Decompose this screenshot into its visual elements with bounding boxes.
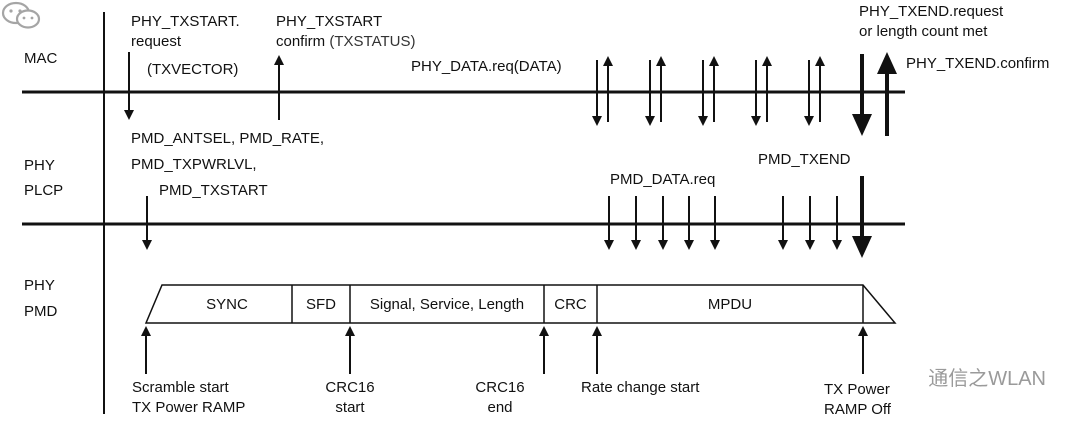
layer-phy-plcp-1: PHY bbox=[24, 157, 55, 174]
txstart-confirm-arrow bbox=[274, 55, 284, 120]
crc16-start-label-2: start bbox=[335, 399, 365, 416]
pmd-data-req-label: PMD_DATA.req bbox=[610, 171, 716, 188]
layer-phy-pmd-2: PMD bbox=[24, 303, 58, 320]
crc16-start-label-1: CRC16 bbox=[325, 379, 375, 396]
frame-field-mpdu: MPDU bbox=[707, 296, 753, 313]
plcp-params-line-2: PMD_TXPWRLVL, bbox=[131, 156, 257, 173]
rate-change-start-label: Rate change start bbox=[581, 379, 700, 396]
txstart-request-label-2: request bbox=[131, 33, 182, 50]
mac-data-arrows bbox=[592, 56, 825, 126]
frame-field-crc: CRC bbox=[554, 296, 587, 313]
txstart-confirm-label-1: PHY_TXSTART bbox=[276, 13, 383, 30]
pmd-txend-label: PMD_TXEND bbox=[758, 151, 851, 168]
txvector-label: (TXVECTOR) bbox=[147, 61, 239, 78]
scramble-start-label-1: Scramble start bbox=[132, 379, 229, 396]
txstatus-label: (TXSTATUS) bbox=[329, 33, 416, 50]
frame-field-sync: SYNC bbox=[206, 296, 248, 313]
crc16-end-label-2: end bbox=[487, 399, 513, 416]
tx-power-off-label-1: TX Power bbox=[824, 381, 890, 398]
tx-power-off-label-2: RAMP Off bbox=[824, 401, 891, 418]
pmd-data-req-arrows bbox=[604, 196, 842, 250]
txend-request-arrow bbox=[852, 54, 872, 136]
phy-data-req-label: PHY_DATA.req(DATA) bbox=[411, 58, 562, 75]
txstart-request-label-1: PHY_TXSTART. bbox=[131, 13, 240, 30]
plcp-params-line-1: PMD_ANTSEL, PMD_RATE, bbox=[131, 130, 325, 147]
pmd-txend-arrow bbox=[852, 176, 872, 258]
txstart-confirm-label-2: confirm (TXSTATUS) bbox=[276, 32, 415, 51]
pmd-frame bbox=[144, 284, 897, 324]
txend-confirm-label: PHY_TXEND.confirm bbox=[906, 55, 1050, 72]
plcp-params-line-3: PMD_TXSTART bbox=[159, 182, 268, 199]
layer-mac: MAC bbox=[24, 50, 58, 67]
pmd-txstart-arrow bbox=[142, 196, 152, 250]
txend-request-label-1: PHY_TXEND.request bbox=[859, 3, 1004, 20]
scramble-start-label-2: TX Power RAMP bbox=[132, 399, 246, 416]
frame-field-signal-service-length: Signal, Service, Length bbox=[369, 296, 525, 313]
watermark-text: 通信之WLAN bbox=[928, 368, 1046, 390]
txstart-request-arrow bbox=[124, 52, 134, 120]
txend-confirm-arrow bbox=[877, 52, 897, 136]
frame-field-sfd: SFD bbox=[306, 296, 336, 313]
crc16-end-label-1: CRC16 bbox=[475, 379, 525, 396]
layer-phy-pmd-1: PHY bbox=[24, 277, 55, 294]
txstart-confirm-word: confirm bbox=[276, 33, 326, 50]
txend-request-label-2: or length count met bbox=[859, 23, 988, 40]
event-arrows bbox=[141, 326, 868, 374]
layer-phy-plcp-2: PLCP bbox=[24, 182, 64, 199]
wechat-icon bbox=[1, 1, 41, 29]
